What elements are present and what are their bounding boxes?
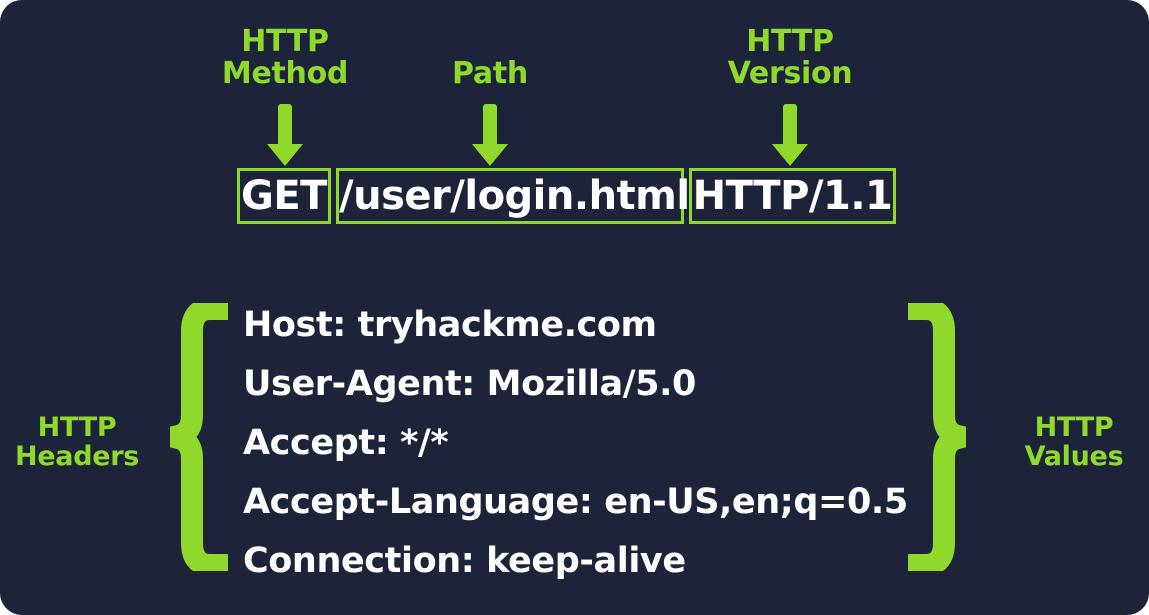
arrow-stem (783, 104, 797, 146)
http-headers-label: HTTP Headers (14, 412, 140, 473)
request-path-box: /user/login.html (336, 168, 690, 224)
header-line: Accept: */* (243, 423, 449, 463)
down-arrow-icon (772, 104, 808, 166)
down-arrow-icon (267, 104, 303, 166)
request-version-box: HTTP/1.1 (689, 168, 896, 224)
arrow-head (267, 144, 303, 166)
request-method-box: GET (237, 168, 331, 224)
arrow-head (772, 144, 808, 166)
arrow-stem (278, 104, 292, 146)
left-curly-brace-icon (170, 303, 230, 571)
http-values-label: HTTP Values (1024, 412, 1124, 473)
arrow-stem (483, 104, 497, 146)
arrow-head (472, 144, 508, 166)
right-curly-brace-icon (906, 303, 966, 571)
header-line: Accept-Language: en-US,en;q=0.5 (243, 482, 908, 522)
http-version-label: HTTP Version (727, 24, 853, 92)
header-line: Connection: keep-alive (243, 541, 686, 581)
http-method-label: HTTP Method (221, 24, 349, 92)
header-line: User-Agent: Mozilla/5.0 (243, 364, 696, 404)
path-label: Path (452, 56, 528, 91)
down-arrow-icon (472, 104, 508, 166)
http-headers-list: Host: tryhackme.com User-Agent: Mozilla/… (243, 296, 908, 591)
header-line: Host: tryhackme.com (243, 305, 657, 345)
